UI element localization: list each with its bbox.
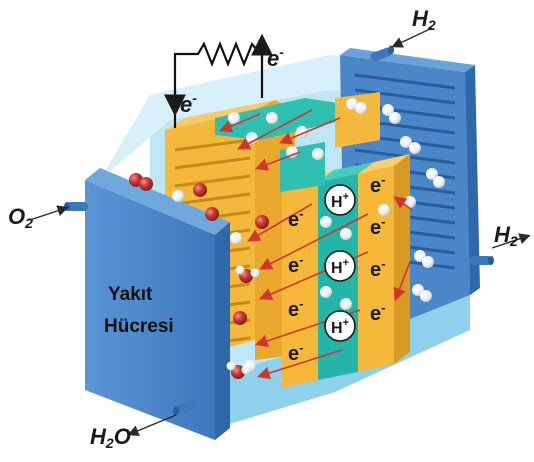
h2-inlet-pipe <box>370 45 394 62</box>
water-molecule <box>226 361 251 379</box>
h2-outlet-arrow <box>491 233 531 249</box>
o2-inlet-pipe <box>64 202 88 211</box>
cathode-electron-labels: e- e- e- e- <box>288 206 303 365</box>
hydrogen-molecules <box>172 98 445 372</box>
o2-label-main: O <box>8 204 25 229</box>
h-atom <box>378 204 390 216</box>
svg-text:H+: H+ <box>331 257 349 277</box>
electron-label: e- <box>370 300 385 325</box>
h2-molecule <box>414 250 434 268</box>
anode-electrode <box>335 92 410 372</box>
h2o-label-tail: O <box>114 424 131 449</box>
h2-top-label-main: H <box>412 6 429 31</box>
proton-badge: H+ <box>324 250 356 282</box>
o-atom <box>233 311 247 325</box>
h-atom <box>312 148 324 160</box>
o-atom <box>255 215 269 229</box>
h2-molecule <box>382 104 401 124</box>
water-molecule <box>235 265 260 283</box>
h-atom <box>230 232 242 244</box>
h2o-label-main: H <box>90 424 107 449</box>
cell-title-line1: Yakıt <box>108 284 153 305</box>
proton-badge: H+ <box>324 184 356 216</box>
svg-text:H+: H+ <box>331 191 349 211</box>
proton-badges: H+ H+ H+ <box>324 184 356 342</box>
h2-right-label: H2 <box>494 222 518 249</box>
cell-title-line2: Hücresi <box>104 316 174 337</box>
left-end-plate <box>85 168 230 440</box>
oxygen-molecules <box>129 173 269 379</box>
h2-top-label-sub: 2 <box>427 17 436 33</box>
external-circuit <box>164 33 273 128</box>
h-atom <box>320 286 332 298</box>
h2-inlet-arrow <box>391 27 433 48</box>
svg-text:H+: H+ <box>331 317 349 337</box>
h-atom <box>340 228 352 240</box>
h-atom <box>320 216 332 228</box>
h2o-outlet-pipe <box>173 400 197 416</box>
o-atom <box>193 183 207 197</box>
h-atom <box>172 190 184 202</box>
proton-badge: H+ <box>324 310 356 342</box>
h2-top-label: H2 <box>412 6 436 33</box>
h-atom <box>266 112 278 124</box>
anode-electron-labels: e- e- e- e- <box>370 172 385 325</box>
h2-molecule <box>426 168 445 188</box>
h2o-label: H2O <box>90 424 131 451</box>
electron-label: e- <box>370 256 385 281</box>
external-flow-arrows <box>29 27 531 436</box>
o2-inlet-arrow <box>29 205 69 221</box>
o-atom <box>205 207 219 221</box>
electron-label: e- <box>370 214 385 239</box>
o2-label: O2 <box>8 204 33 231</box>
h2-molecule <box>412 284 432 302</box>
pipes <box>64 45 494 416</box>
electron-label: e- <box>288 252 303 277</box>
electron-label: e- <box>288 296 303 321</box>
electron-circuit-left: e- <box>180 90 197 117</box>
o2-label-sub: 2 <box>24 215 33 231</box>
electron-label: e- <box>370 172 385 197</box>
h2-right-label-sub: 2 <box>509 233 518 249</box>
h2o-label-sub: 2 <box>105 435 114 451</box>
h-atom <box>286 146 298 158</box>
h-atom <box>340 298 352 310</box>
h2-molecule <box>346 98 367 114</box>
h2o-outlet-arrow <box>127 414 177 436</box>
electron-label: e- <box>288 340 303 365</box>
h2-outlet-pipe <box>470 256 494 265</box>
h2-right-label-main: H <box>494 222 511 247</box>
electron-circuit-right: e- <box>267 44 284 71</box>
h2-molecule <box>400 136 421 154</box>
h-atom <box>228 112 240 124</box>
electron-label: e- <box>288 206 303 231</box>
o2-molecule <box>129 173 153 191</box>
